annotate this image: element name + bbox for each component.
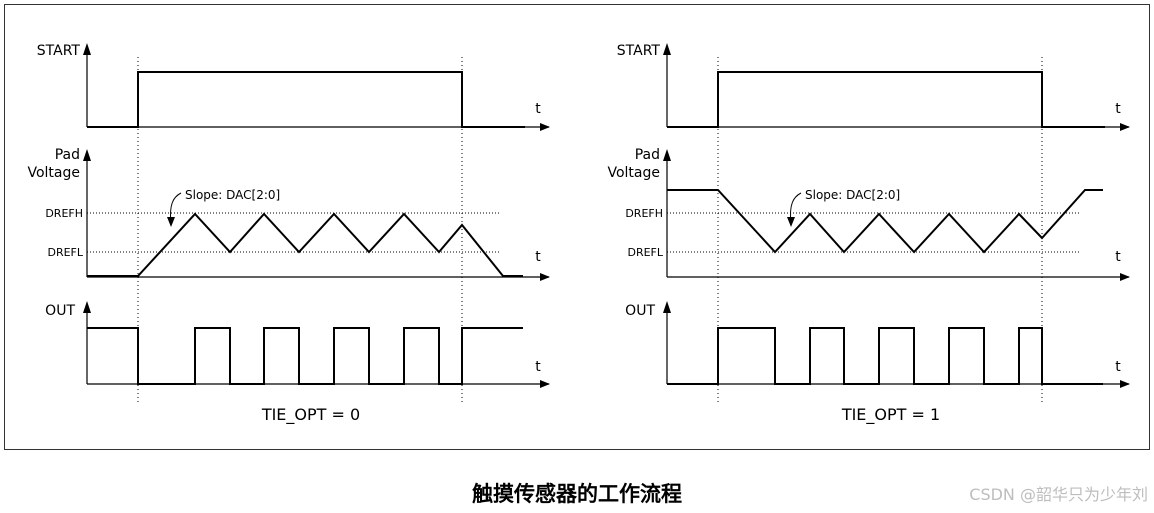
diagram-frame: START Pad Voltage OUT DREFH DREFL t t t … <box>4 4 1150 450</box>
out-waveform <box>87 327 523 385</box>
panel-tie-opt-0: START Pad Voltage OUT DREFH DREFL t t t … <box>27 43 550 425</box>
start-label: START <box>37 43 81 59</box>
out-time-label: t <box>535 359 541 375</box>
timing-diagram: START Pad Voltage OUT DREFH DREFL t t t … <box>27 43 1130 425</box>
start-time-label: t <box>535 101 541 117</box>
drefh-label: DREFH <box>625 207 663 220</box>
drefl-label: DREFL <box>627 246 663 259</box>
pad-axis-y-arrow <box>83 149 91 161</box>
pad-axis-y-arrow <box>663 149 671 161</box>
slope-annotation-arrow <box>167 217 175 227</box>
start-waveform <box>87 71 525 128</box>
pad-voltage-waveform <box>667 189 1103 254</box>
out-waveform <box>667 327 1103 385</box>
figure-caption: 触摸传感器的工作流程 <box>472 481 682 506</box>
out-label: OUT <box>625 303 655 319</box>
out-label: OUT <box>45 303 75 319</box>
panel-tie-opt-1: START Pad Voltage OUT DREFH DREFL t t t … <box>607 43 1130 425</box>
pad-label: Pad <box>635 147 660 163</box>
drefh-label: DREFH <box>45 207 83 220</box>
start-time-label: t <box>1115 101 1121 117</box>
start-waveform <box>667 71 1105 128</box>
pad-label: Pad <box>55 147 80 163</box>
out-axis-y-arrow <box>83 301 91 313</box>
start-axis-y-arrow <box>83 43 91 55</box>
panel-caption: TIE_OPT = 0 <box>261 405 360 425</box>
out-axis-y-arrow <box>663 301 671 313</box>
voltage-label: Voltage <box>607 165 660 181</box>
slope-label: Slope: DAC[2:0] <box>185 188 280 202</box>
slope-annotation-arrow <box>787 217 795 227</box>
watermark: CSDN @韶华只为少年刘 <box>969 485 1148 504</box>
panel-caption: TIE_OPT = 1 <box>841 405 940 425</box>
pad-time-label: t <box>1115 249 1121 265</box>
voltage-label: Voltage <box>27 165 80 181</box>
drefl-label: DREFL <box>47 246 83 259</box>
slope-label: Slope: DAC[2:0] <box>805 188 900 202</box>
out-time-label: t <box>1115 359 1121 375</box>
pad-voltage-waveform <box>87 212 523 277</box>
start-axis-y-arrow <box>663 43 671 55</box>
start-label: START <box>617 43 661 59</box>
pad-time-label: t <box>535 249 541 265</box>
